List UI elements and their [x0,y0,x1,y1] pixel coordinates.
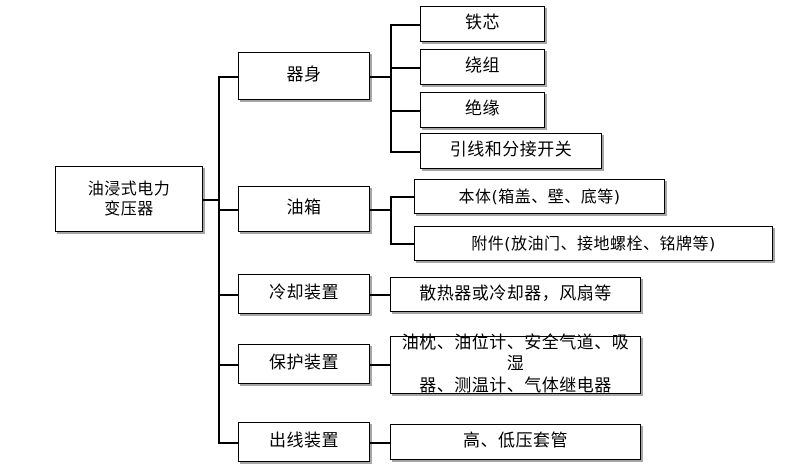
connector-to-chuxian [218,442,238,444]
connector-to-jueyuan [390,110,420,112]
node-benti-label: 本体(箱盖、壁、底等) [458,186,621,206]
node-lengque-label: 冷却装置 [269,283,339,304]
node-taoguan[interactable]: 高、低压套管 [390,424,641,460]
connector-to-fujian [390,243,414,245]
node-fujian[interactable]: 附件(放油门、接地螺栓、铭牌等) [414,226,773,261]
node-qishen-label: 器身 [286,65,322,86]
node-root[interactable]: 油浸式电力 变压器 [55,166,203,232]
node-chuxian[interactable]: 出线装置 [238,422,370,462]
connector-to-youzhen [370,364,392,366]
connector-root-stub [203,199,220,201]
connector-qishen-stub [370,76,392,78]
connector-to-raozu [390,67,420,69]
node-jueyuan-label: 绝缘 [465,99,500,120]
node-yinxian-label: 引线和分接开关 [449,140,573,161]
connector-to-taoguan [370,442,392,444]
connector-to-sanreqi [370,294,392,296]
node-sanreqi-label: 散热器或冷却器，风扇等 [419,283,612,304]
node-taoguan-label: 高、低压套管 [463,431,568,452]
node-youxiang-label: 油箱 [286,198,322,219]
node-chuxian-label: 出线装置 [269,431,339,452]
connector-to-lengque [218,294,238,296]
node-raozu-label: 绕组 [465,56,500,77]
connector-youxiang-stub [370,209,392,211]
connector-youxiang-trunk [390,196,392,245]
node-tiexin[interactable]: 铁芯 [420,6,545,42]
node-baohu-label: 保护装置 [269,353,339,374]
node-yinxian[interactable]: 引线和分接开关 [420,133,602,169]
node-baohu[interactable]: 保护装置 [238,344,370,384]
connector-qishen-trunk [390,24,392,152]
connector-to-qishen [218,76,238,78]
connector-to-baohu [218,364,238,366]
connector-to-yinxian [390,151,420,153]
node-root-label: 油浸式电力 变压器 [87,179,171,218]
node-youzhen-label: 油枕、油位计、安全气道、吸湿 器、测温计、气体继电器 [401,333,630,396]
connector-level2-trunk [218,76,220,443]
connector-to-benti [390,196,414,198]
node-jueyuan[interactable]: 绝缘 [420,92,545,128]
connector-to-youxiang [218,209,238,211]
node-fujian-label: 附件(放油门、接地螺栓、铭牌等) [471,233,716,253]
node-benti[interactable]: 本体(箱盖、壁、底等) [414,179,665,214]
node-youzhen[interactable]: 油枕、油位计、安全气道、吸湿 器、测温计、气体继电器 [390,333,641,396]
node-raozu[interactable]: 绕组 [420,49,545,85]
node-sanreqi[interactable]: 散热器或冷却器，风扇等 [390,277,641,312]
node-youxiang[interactable]: 油箱 [238,186,370,232]
node-lengque[interactable]: 冷却装置 [238,274,370,314]
node-tiexin-label: 铁芯 [465,13,500,34]
connector-to-tiexin [390,24,420,26]
node-qishen[interactable]: 器身 [238,52,370,100]
